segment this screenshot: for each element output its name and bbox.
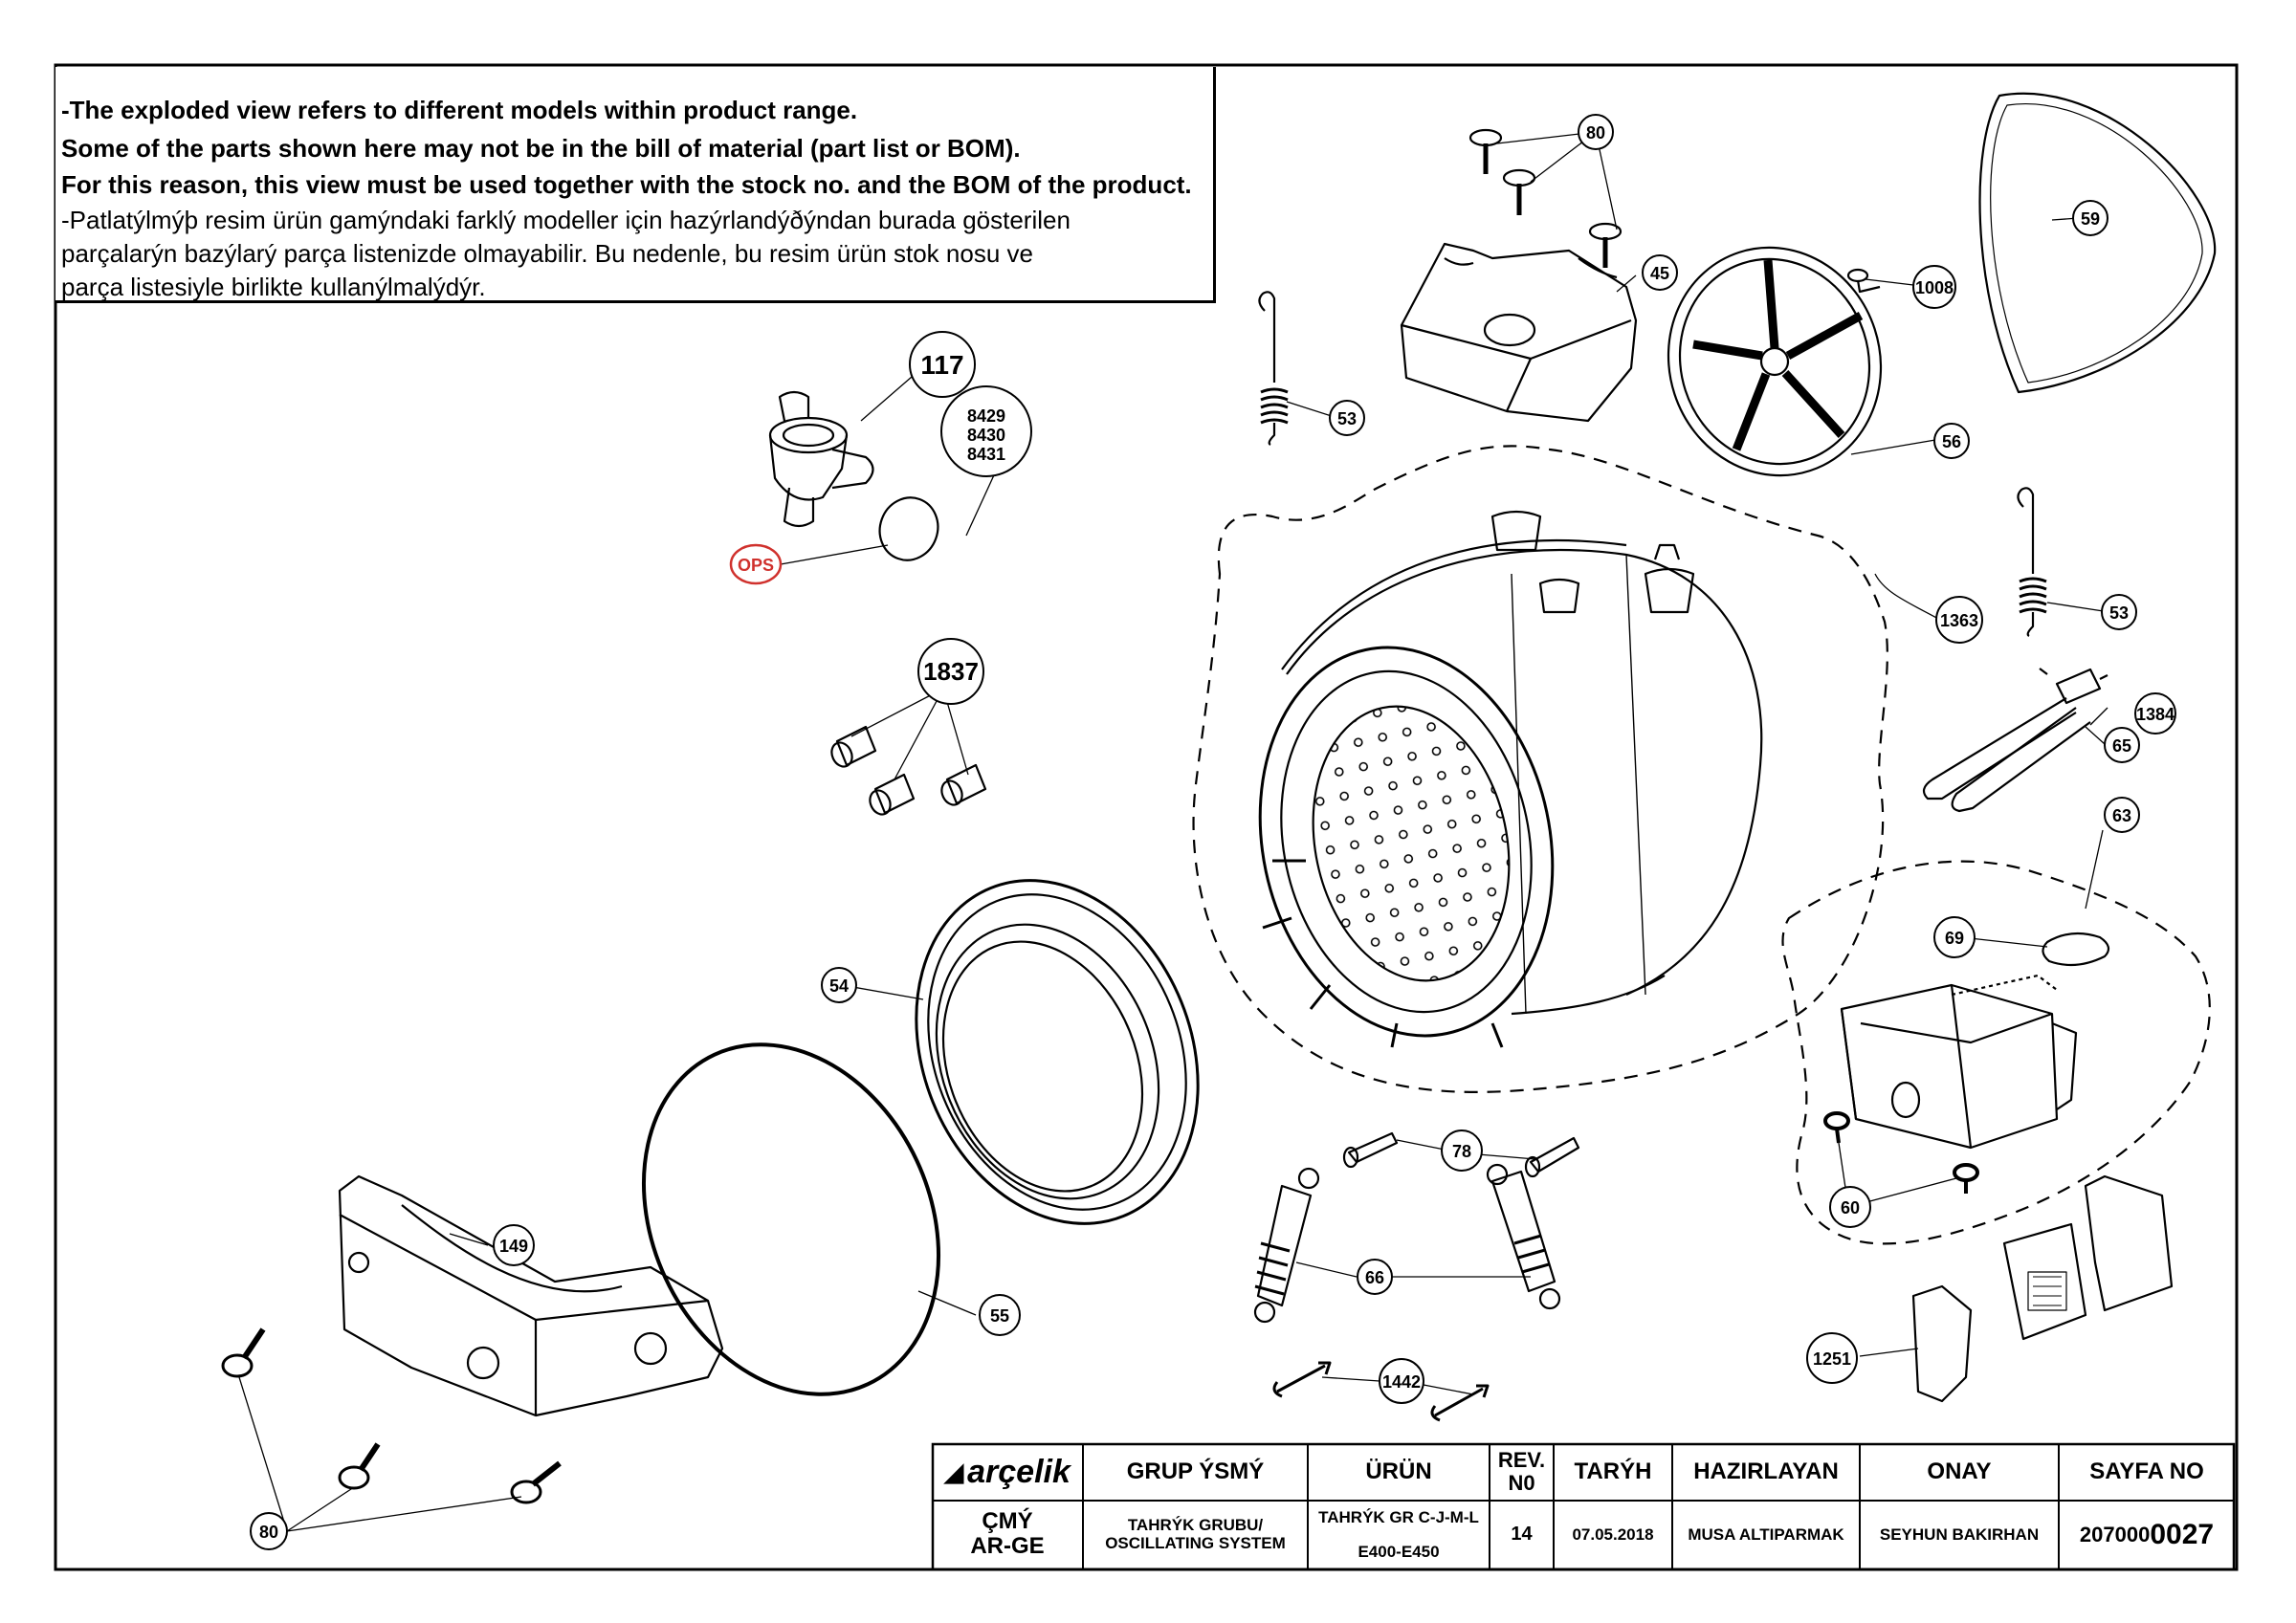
header-rev: REV. N0 [1489,1444,1553,1500]
callout-149: 149 [499,1237,528,1256]
note-line-3: For this reason, this view must be used … [61,170,1192,199]
callout-80-bottom: 80 [259,1523,278,1542]
value-date: 07.05.2018 [1553,1500,1671,1568]
value-rev: 14 [1489,1500,1553,1568]
callout-ops: OPS [738,556,774,575]
callout-55: 55 [990,1306,1009,1326]
department: ÇMÝ AR-GE [970,1508,1045,1559]
header-approval: ONAY [1859,1444,2058,1500]
belt-part-59 [1978,92,2217,394]
motor-part-63 [1840,974,2078,1150]
brand-logo: ◢ arçelik [944,1453,1071,1490]
seal-ring-ops [878,496,939,561]
value-prepared-by: MUSA ALTIPARMAK [1671,1500,1859,1568]
heater-part-65 [1922,668,2108,813]
spring-part-53-left [1258,291,1289,446]
callout-80-top: 80 [1586,123,1605,143]
callout-45: 45 [1650,264,1669,283]
callout-65: 65 [2112,736,2131,756]
note-line-5: parçalarýn bazýlarý parça listenizde olm… [61,239,1033,268]
header-product: ÜRÜN [1307,1444,1489,1500]
clip-part-1442 [1272,1361,1490,1422]
bushing-part-1837 [830,725,987,816]
header-page-no: SAYFA NO [2058,1444,2234,1500]
shock-absorber-part-66 [1253,1163,1561,1324]
title-block-frame [931,1442,2236,1571]
callout-1008: 1008 [1915,278,1954,297]
ops-badge [729,543,783,585]
bolt-part-1008 [1846,268,1881,294]
counterweight-part-149 [338,1174,724,1417]
note-line-6: parça listesiyle birlikte kullanýlmalýdý… [61,273,486,301]
note-line-4: -Patlatýlmýþ resim ürün gamýndaki farklý… [61,206,1071,234]
callout-53-left: 53 [1337,409,1357,428]
callout-1384: 1384 [2136,705,2175,724]
callout-8429: 8429 [967,406,1005,426]
value-product: TAHRÝK GR C-J-M-L E400-E450 [1307,1500,1489,1568]
tub-part-1363 [1258,510,1763,1048]
tub-outline-dashed [1192,445,1888,1093]
callout-66: 66 [1365,1268,1384,1287]
counterweight-part-45 [1400,242,1638,423]
screw-part-80-top [1468,128,1623,268]
clamp-ring-part-55 [641,1042,941,1396]
callout-78: 78 [1452,1142,1471,1161]
screw-part-80-bottom [221,1327,562,1504]
motor-outline-dashed [1781,860,2211,1245]
header-date: TARÝH [1553,1444,1671,1500]
title-block: ◢ arçelik ÇMÝ AR-GE GRUP ÝSMÝ TAHRÝK GRU… [933,1444,2234,1568]
value-group-name: TAHRÝK GRUBU/ OSCILLATING SYSTEM [1082,1500,1307,1568]
note-line-2: Some of the parts shown here may not be … [61,134,1021,163]
callout-1837: 1837 [923,657,979,686]
callout-69: 69 [1945,929,1964,948]
callout-8431: 8431 [967,445,1005,464]
callout-1442: 1442 [1382,1372,1421,1392]
callout-1251: 1251 [1813,1349,1851,1369]
callout-1363: 1363 [1940,611,1978,630]
callout-8430: 8430 [967,426,1005,445]
callout-56: 56 [1942,432,1961,451]
value-approval: SEYHUN BAKIRHAN [1859,1500,2058,1568]
header-prepared-by: HAZIRLAYAN [1671,1444,1859,1500]
callout-60: 60 [1841,1198,1860,1217]
bush-part-69 [2042,932,2110,967]
notes-box: -The exploded view refers to different m… [55,67,1216,303]
screw-part-60 [1823,1111,1979,1194]
hose-connector-part-117 [768,390,874,528]
door-gasket-part-54 [915,879,1200,1225]
callout-117: 117 [920,350,963,380]
note-line-1: -The exploded view refers to different m… [61,96,858,124]
brand-logo-text: arçelik [967,1453,1071,1490]
callout-54: 54 [829,976,849,996]
electronic-module-part-1251 [1911,1174,2174,1403]
pin-part-78 [1342,1131,1580,1178]
callout-63: 63 [2112,806,2131,825]
header-group-name: GRUP ÝSMÝ [1082,1444,1307,1500]
callout-53-right: 53 [2109,603,2129,623]
spring-part-53-right [2017,487,2047,637]
pulley-part-56 [1667,246,1883,477]
callout-59: 59 [2081,209,2100,229]
